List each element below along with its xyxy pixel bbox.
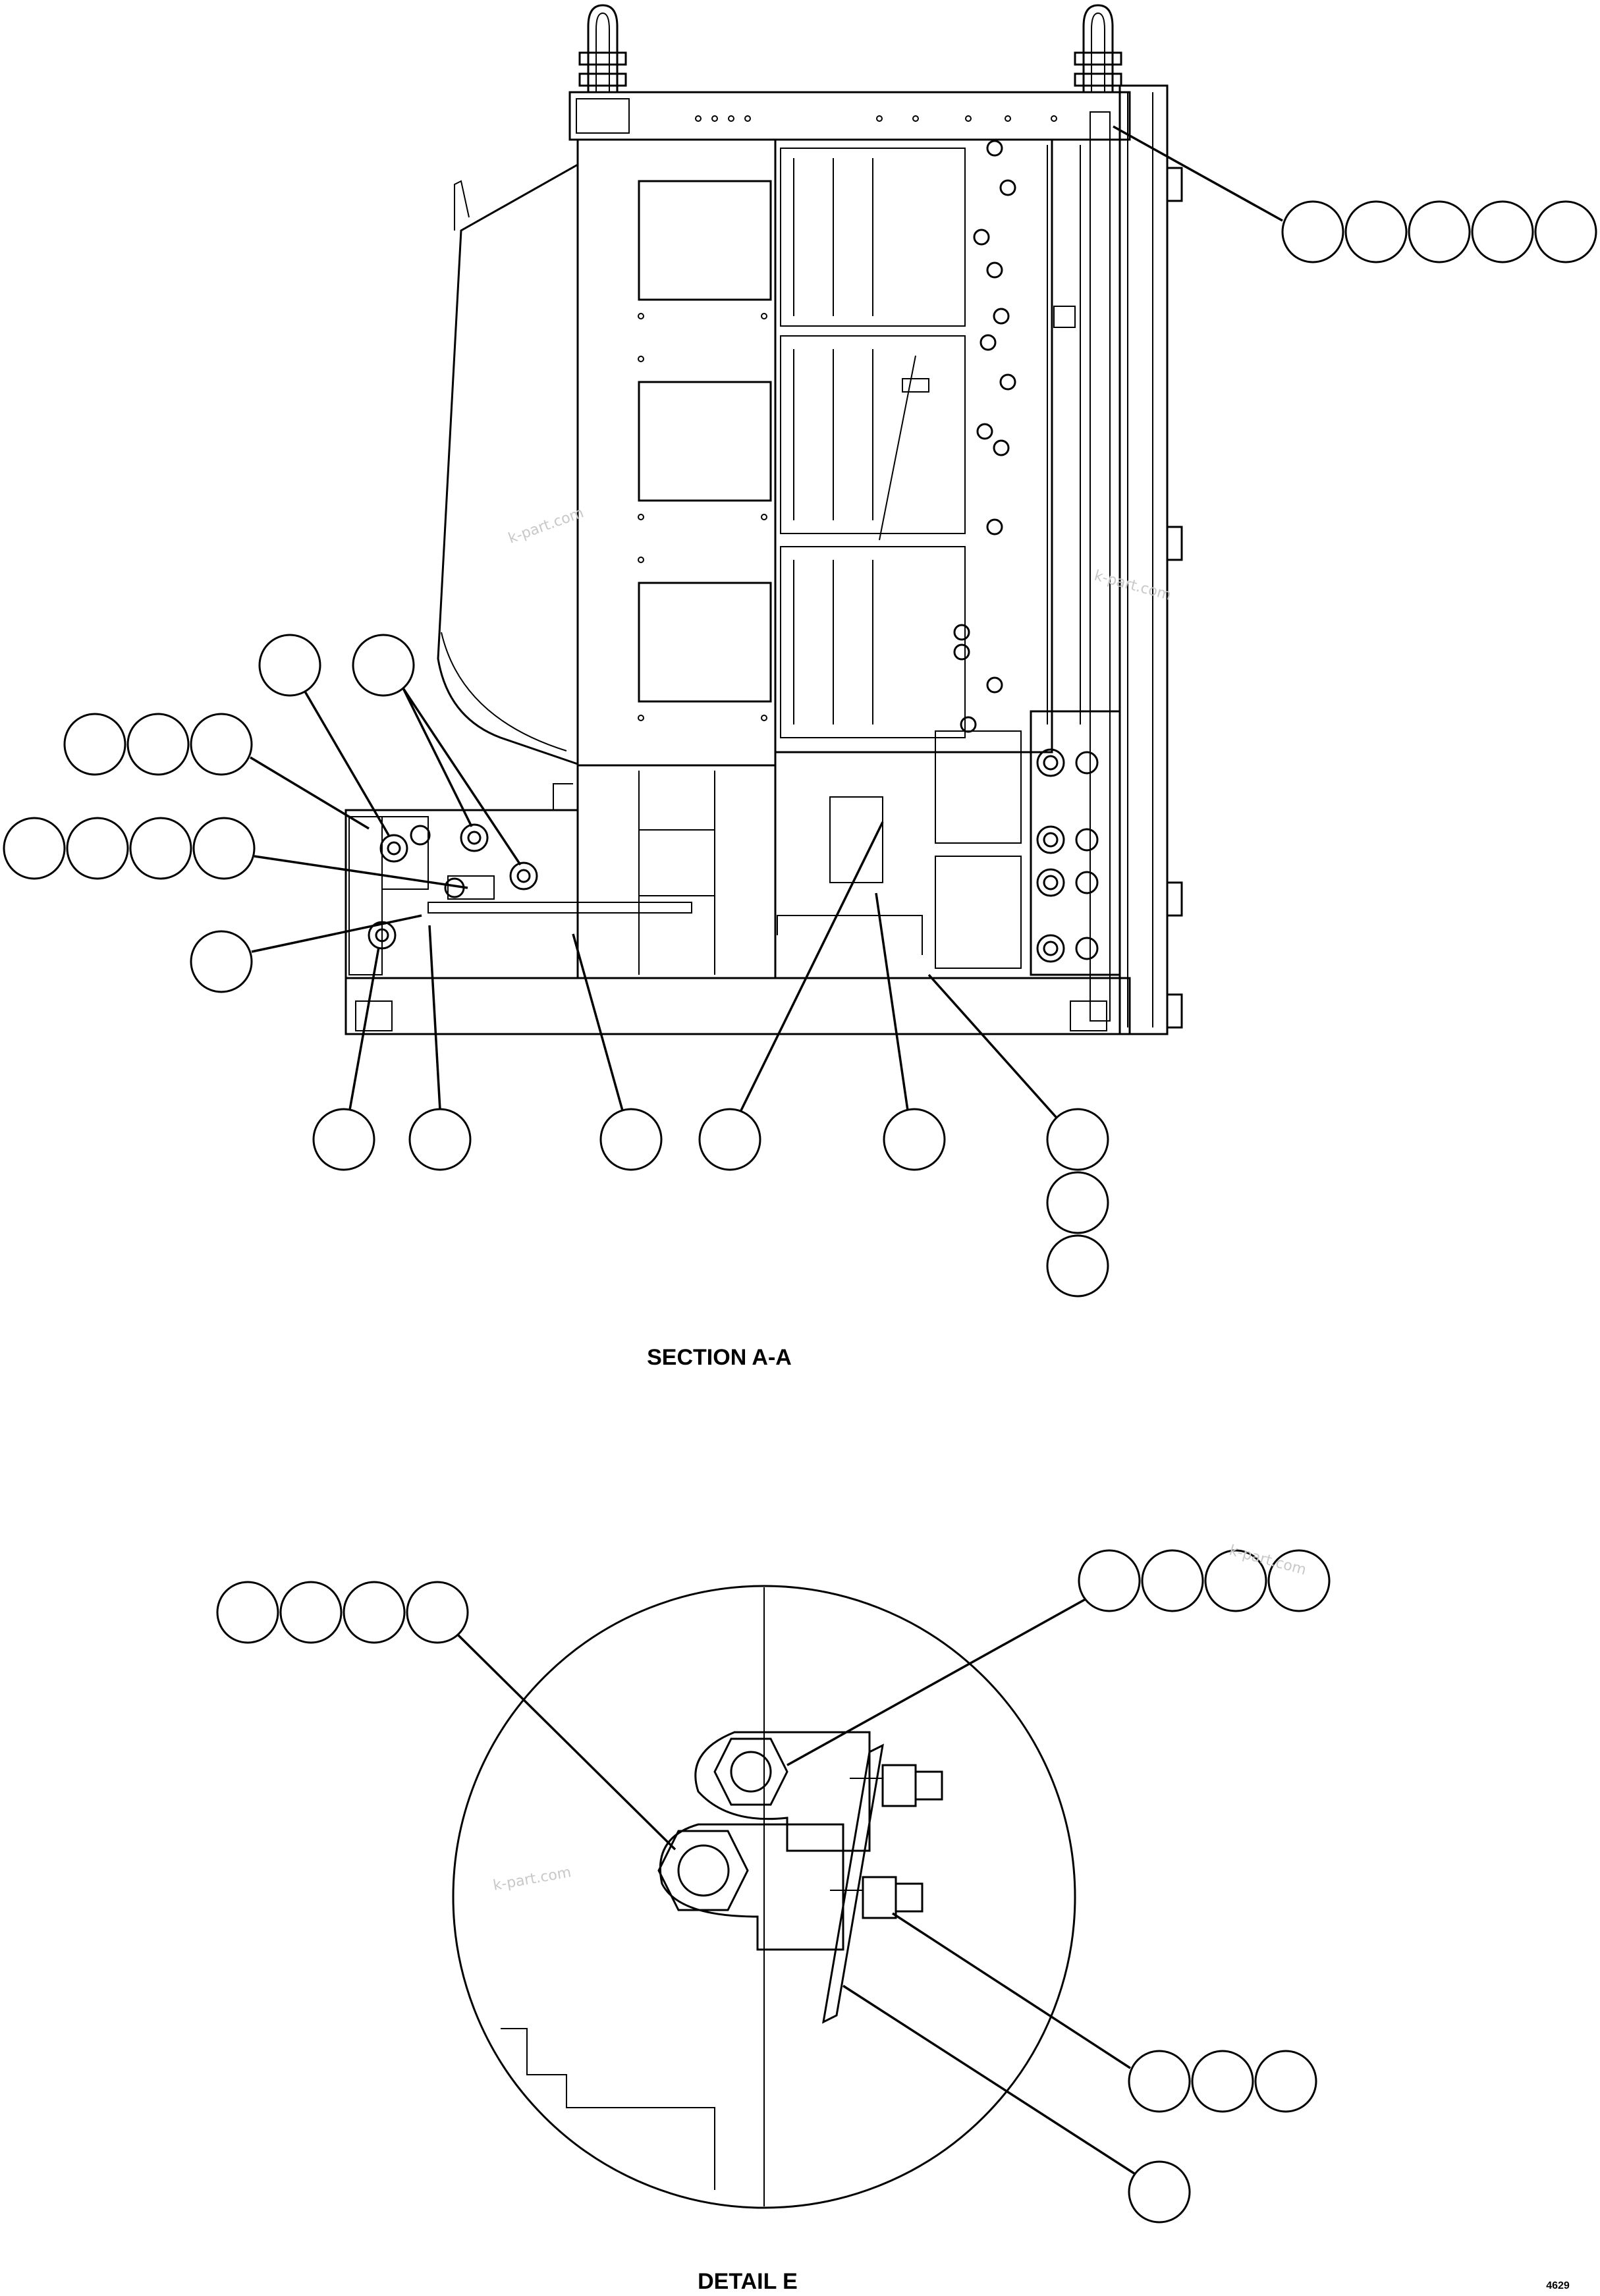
callout-bubble bbox=[352, 634, 415, 697]
callout-bubble bbox=[408, 1108, 472, 1171]
leader-lines-left bbox=[250, 688, 522, 953]
callout-bubble bbox=[126, 713, 190, 776]
callout-bubble bbox=[1281, 200, 1344, 263]
callout-bubble bbox=[343, 1581, 406, 1644]
callout-bubble bbox=[883, 1108, 946, 1171]
callout-group-top-right bbox=[1281, 200, 1597, 263]
section-a-a-view: SECTION A-A bbox=[3, 4, 1597, 1370]
callout-group-detail-right-top bbox=[1078, 1549, 1331, 1612]
lower-valve-block bbox=[777, 710, 1121, 976]
callout-bubble bbox=[279, 1581, 343, 1644]
callout-bubble bbox=[1344, 200, 1408, 263]
watermark-text: k-part.com bbox=[507, 505, 586, 547]
terminal-assembly bbox=[657, 1731, 943, 2024]
callout-bubble bbox=[1191, 2050, 1254, 2113]
callout-bubble bbox=[1471, 200, 1534, 263]
right-side-panel bbox=[1090, 84, 1183, 1035]
callout-bubble bbox=[312, 1108, 375, 1171]
leader-lines-bottom bbox=[348, 821, 1058, 1119]
callout-group-stack bbox=[1046, 1108, 1109, 1298]
callout-group-detail-left bbox=[216, 1581, 469, 1644]
lifting-eye-left bbox=[578, 4, 627, 92]
callout-bubble bbox=[406, 1581, 469, 1644]
callout-group-left-row1 bbox=[258, 634, 415, 697]
callout-bubble bbox=[192, 817, 256, 880]
callout-bubble bbox=[1254, 2050, 1317, 2113]
callout-group-detail-right-mid bbox=[1128, 2050, 1317, 2113]
callout-group-bottom-row bbox=[312, 1108, 946, 1171]
upper-cabinet bbox=[437, 138, 777, 767]
callout-group-left-row2 bbox=[63, 713, 253, 776]
callout-bubble bbox=[1267, 1549, 1331, 1612]
callout-bubble bbox=[3, 817, 66, 880]
left-pump-assembly bbox=[345, 783, 692, 979]
callout-bubble bbox=[190, 930, 253, 993]
leader-lines-detail bbox=[456, 1598, 1135, 2175]
callout-bubble bbox=[1078, 1549, 1141, 1612]
section-caption: SECTION A-A bbox=[647, 1345, 792, 1370]
lifting-eye-right bbox=[1074, 4, 1122, 92]
callout-bubble bbox=[1141, 1549, 1204, 1612]
callout-bubble bbox=[216, 1581, 279, 1644]
callout-bubble bbox=[1128, 2050, 1191, 2113]
callout-bubble bbox=[698, 1108, 761, 1171]
sheet-code: 4629 bbox=[1546, 2280, 1570, 2291]
watermark-text: k-part.com bbox=[492, 1864, 572, 1894]
callout-bubble bbox=[129, 817, 192, 880]
callout-bubble bbox=[1046, 1234, 1109, 1298]
detail-caption: DETAIL E bbox=[698, 2269, 798, 2294]
callout-bubble bbox=[66, 817, 129, 880]
base-frame bbox=[345, 764, 1131, 1035]
callout-bubble bbox=[1046, 1108, 1109, 1171]
top-frame-rail bbox=[568, 91, 1131, 141]
callout-bubble bbox=[258, 634, 321, 697]
callout-bubble bbox=[1408, 200, 1471, 263]
detail-e-view: DETAIL E 4629 bbox=[216, 1549, 1570, 2294]
center-component-area bbox=[774, 138, 1081, 753]
callout-bubble bbox=[1534, 200, 1597, 263]
callout-bubble bbox=[63, 713, 126, 776]
callout-bubble bbox=[599, 1108, 663, 1171]
callout-bubble bbox=[1128, 2160, 1191, 2224]
callout-bubble bbox=[190, 713, 253, 776]
watermark-text: k-part.com bbox=[1092, 568, 1172, 604]
detail-circle-outline bbox=[452, 1585, 1076, 2209]
leader-line bbox=[1113, 125, 1283, 222]
callout-bubble bbox=[1204, 1549, 1267, 1612]
callout-bubble bbox=[1046, 1171, 1109, 1234]
callout-group-left-row3 bbox=[3, 817, 256, 880]
